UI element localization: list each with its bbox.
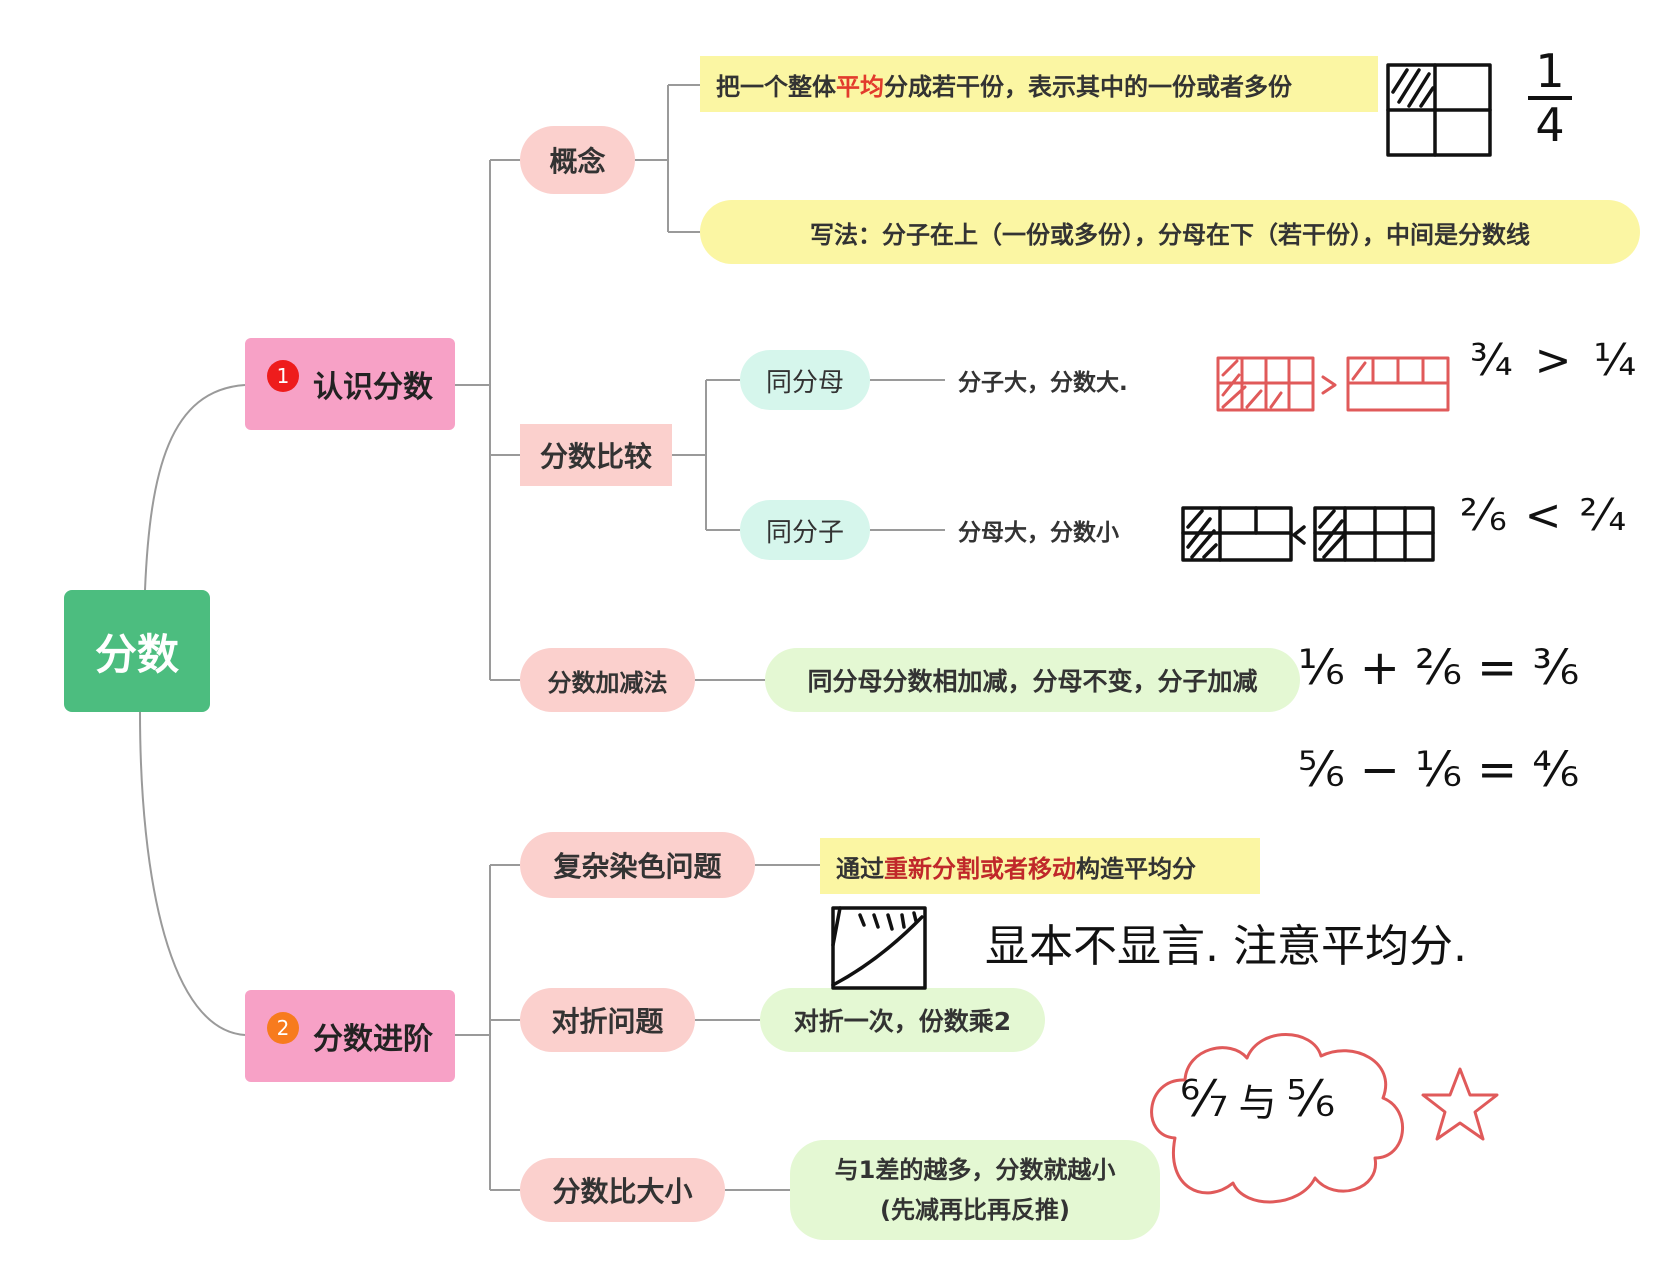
- same-den-rule-text: 分子大，分数大.: [958, 370, 1128, 396]
- writing-text: 写法：分子在上（一份或多份），分母在下（若干份），中间是分数线: [810, 220, 1530, 249]
- addsub-rule[interactable]: 同分母分数相加减，分母不变，分子加减: [765, 648, 1300, 712]
- same-num-fractions: ²⁄₆ < ²⁄₄: [1460, 490, 1629, 541]
- same-den-label: 同分母: [765, 367, 844, 398]
- addsub-rule-text: 同分母分数相加减，分母不变，分子加减: [807, 667, 1258, 696]
- coloring-square-drawing: [831, 906, 927, 990]
- spine-concept: [635, 84, 700, 233]
- same-den-rule: 分子大，分数大.: [958, 362, 1158, 398]
- compare-label: 分数比较: [539, 440, 652, 473]
- def-before: 把一个整体: [716, 72, 836, 101]
- sizecmp-rule[interactable]: 与1差的越多，分数就越小 (先减再比再反推): [790, 1140, 1160, 1240]
- concept-definition[interactable]: 把一个整体平均分成若干份，表示其中的一份或者多份: [700, 56, 1378, 112]
- subtraction-equation: ⁵⁄₆ − ¹⁄₆ = ⁴⁄₆: [1298, 742, 1579, 798]
- branch1-label: 认识分数: [313, 370, 433, 405]
- node-same-denominator[interactable]: 同分母: [740, 350, 870, 410]
- spine-branch1: [455, 159, 520, 681]
- sizecmp-line1: 与1差的越多，分数就越小: [834, 1156, 1116, 1184]
- concept-label: 概念: [549, 145, 606, 178]
- addition-equation: ¹⁄₆ + ²⁄₆ = ³⁄₆: [1298, 640, 1579, 696]
- node-fraction-compare[interactable]: 分数比较: [520, 424, 672, 486]
- node-same-numerator[interactable]: 同分子: [740, 500, 870, 560]
- folding-rule-text: 对折一次，份数乘2: [793, 1007, 1012, 1036]
- folding-rule[interactable]: 对折一次，份数乘2: [760, 988, 1045, 1052]
- badge-1: 1: [267, 360, 299, 392]
- same-num-rule: 分母大，分数小: [958, 512, 1158, 548]
- node-folding[interactable]: 对折问题: [520, 988, 695, 1052]
- branch-advanced-fractions[interactable]: 2 分数进阶: [245, 990, 455, 1082]
- quarter-square-drawing: [1386, 63, 1492, 157]
- coloring-handnote: 显本不显言. 注意平均分.: [985, 921, 1467, 972]
- def-after: 分成若干份，表示其中的一份或者多份: [884, 72, 1292, 101]
- sizecmp-label: 分数比大小: [552, 1175, 693, 1208]
- coloring-highlight: 重新分割或者移动: [884, 854, 1076, 883]
- concept-writing-rule[interactable]: 写法：分子在上（一份或多份），分母在下（若干份），中间是分数线: [700, 200, 1640, 264]
- coloring-rule[interactable]: 通过重新分割或者移动构造平均分: [820, 838, 1260, 894]
- folding-label: 对折问题: [551, 1005, 664, 1038]
- link-root-branch2: [139, 711, 246, 1036]
- coloring-after: 构造平均分: [1076, 854, 1196, 883]
- coloring-before: 通过: [836, 854, 884, 883]
- fraction-one-quarter: 1 4: [1528, 48, 1572, 148]
- spine-branch2: [455, 864, 520, 1191]
- badge-2: 2: [267, 1012, 299, 1044]
- quarter-num: 1: [1535, 44, 1565, 98]
- node-complex-coloring[interactable]: 复杂染色问题: [520, 832, 755, 898]
- branch-recognize-fractions[interactable]: 1 认识分数: [245, 338, 455, 430]
- same-num-rule-text: 分母大，分数小: [958, 520, 1119, 546]
- branch2-label: 分数进阶: [313, 1022, 433, 1057]
- link-root-branch1: [144, 384, 246, 591]
- root-node[interactable]: 分数: [64, 590, 210, 712]
- star-icon: [1421, 1067, 1499, 1141]
- same-num-label: 同分子: [765, 517, 844, 548]
- node-fraction-add-sub[interactable]: 分数加减法: [520, 648, 695, 712]
- quarter-den: 4: [1535, 98, 1565, 152]
- node-size-compare[interactable]: 分数比大小: [520, 1158, 725, 1222]
- def-highlight: 平均: [836, 72, 884, 101]
- node-concept[interactable]: 概念: [520, 126, 635, 194]
- sizecmp-line2: (先减再比再反推): [880, 1196, 1070, 1224]
- root-label: 分数: [94, 629, 179, 679]
- coloring-label: 复杂染色问题: [553, 850, 722, 883]
- same-den-drawing: [1216, 356, 1450, 412]
- addsub-label: 分数加减法: [547, 668, 668, 697]
- red-cloud-drawing: [1150, 1033, 1405, 1204]
- same-den-fractions: ¾ > ¼: [1470, 335, 1641, 386]
- spine-compare: [672, 379, 740, 531]
- cloud-mid-word: 与: [1238, 1081, 1277, 1125]
- same-num-drawing: [1181, 506, 1435, 562]
